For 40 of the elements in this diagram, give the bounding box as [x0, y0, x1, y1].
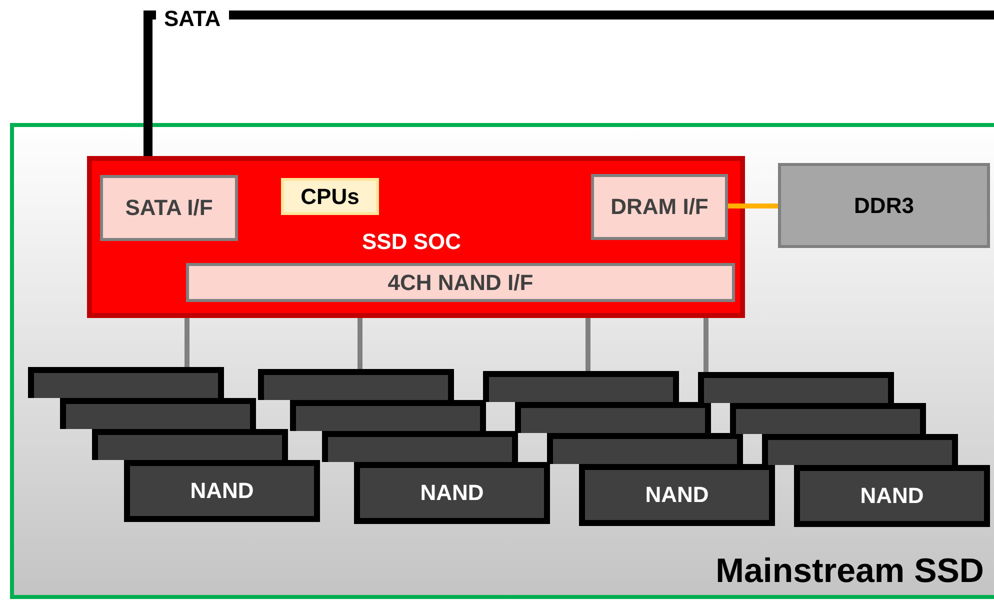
- block-label: SSD SOC: [362, 229, 462, 255]
- block-label: DRAM I/F: [610, 194, 710, 220]
- nand-chip: [258, 369, 454, 400]
- memory-chip: [778, 163, 990, 248]
- nand-chip: [92, 429, 288, 460]
- block-label: NAND: [189, 478, 255, 504]
- connector-line: [184, 318, 190, 367]
- block-label: SATA I/F: [124, 195, 214, 221]
- nand-chip: [290, 400, 486, 431]
- cpu-block: [281, 178, 379, 215]
- block-label: NAND: [419, 480, 485, 506]
- nand-chip: [354, 462, 550, 524]
- nand-chip: [579, 464, 775, 526]
- nand-chip: [322, 431, 518, 462]
- ssd-enclosure: [10, 123, 994, 599]
- nand-chip: [124, 460, 320, 522]
- nand-chip: [794, 465, 990, 527]
- connector-line: [144, 10, 994, 156]
- nand-chip: [547, 433, 743, 464]
- interface-block: [591, 174, 728, 240]
- nand-chip: [698, 372, 894, 403]
- soc-block: [87, 156, 745, 318]
- nand-chip: [730, 403, 926, 434]
- block-label: NAND: [859, 483, 925, 509]
- nand-chip: [28, 367, 224, 398]
- connector-line: [586, 318, 590, 371]
- block-label: DDR3: [853, 192, 915, 218]
- nand-chip: [515, 402, 711, 433]
- block-label: 4CH NAND I/F: [386, 270, 534, 296]
- connector-line: [728, 204, 778, 208]
- nand-chip: [483, 371, 679, 402]
- interface-block: [100, 175, 238, 241]
- block-label: CPUs: [300, 184, 360, 210]
- nand-chip: [60, 398, 256, 429]
- nand-chip: [762, 434, 958, 465]
- connector-line: [358, 318, 362, 369]
- block-label: Mainstream SSD: [716, 552, 984, 591]
- connector-line: [704, 318, 708, 372]
- block-label: NAND: [644, 482, 710, 508]
- interface-block: [186, 263, 735, 302]
